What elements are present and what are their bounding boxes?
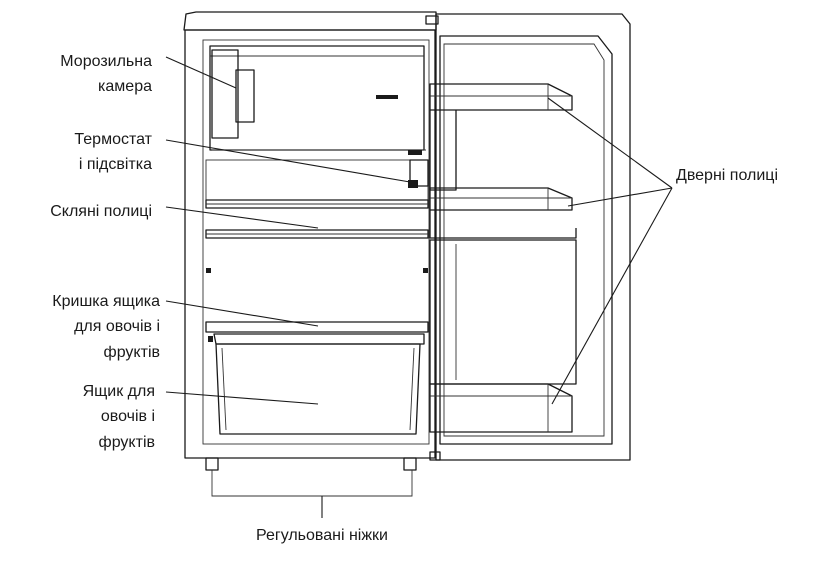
fridge-compartment [205, 159, 429, 435]
leader-thermostat [165, 139, 411, 183]
foot-right [403, 457, 417, 471]
label-crisper-cover-line1: Кришка ящика [52, 293, 160, 310]
door-shelf-1 [429, 83, 573, 191]
shelf-support-left [206, 268, 211, 273]
door-outer [435, 13, 631, 461]
leader-door-shelf-1 [547, 97, 673, 189]
freezer-badge [376, 95, 398, 99]
label-crisper-line3: фруктів [99, 434, 155, 451]
leader-crisper [165, 391, 319, 405]
label-freezer-line1: Морозильна [60, 53, 152, 70]
thermostat-housing [409, 159, 429, 187]
shelf-support-right [423, 268, 428, 273]
door-inner-panel [439, 35, 613, 445]
fridge-cabinet [183, 11, 441, 461]
label-glass-shelves: Скляні полиці [50, 203, 152, 220]
feet [205, 457, 417, 497]
freezer-handle [235, 69, 255, 123]
label-thermostat-line2: і підсвітка [79, 156, 152, 173]
cabinet-liner [202, 39, 430, 445]
label-crisper-cover-line3: фруктів [104, 344, 160, 361]
cabinet-top [183, 11, 437, 31]
leader-door-shelf-3 [551, 187, 673, 405]
leader-glass-shelves [165, 206, 319, 229]
label-freezer-line2: камера [98, 78, 152, 95]
crisper-rim [213, 333, 425, 345]
feet-bracket [211, 470, 413, 497]
freezer-clip [408, 150, 422, 155]
bottom-hinge [429, 451, 441, 461]
label-crisper-line1: Ящик для [83, 383, 155, 400]
labels: Морозильна камера Термостат і підсвітка … [50, 53, 778, 544]
label-adjustable-feet: Регульовані ніжки [256, 527, 388, 544]
fridge-door [429, 13, 631, 461]
freezer-handle-frame [211, 49, 239, 139]
crisper-side-right [409, 347, 415, 431]
cabinet-body [184, 29, 436, 459]
door-gasket [443, 43, 605, 437]
thermostat-knob [408, 180, 418, 188]
leader-door-shelf-2 [567, 187, 673, 207]
foot-left [205, 457, 219, 471]
label-thermostat-line1: Термостат [74, 131, 152, 148]
crisper-drawer [215, 343, 421, 435]
leader-lines [165, 56, 673, 518]
door-shelf-3 [429, 239, 577, 433]
label-crisper-cover-line2: для овочів і [74, 318, 160, 335]
crisper-stop [208, 336, 213, 342]
crisper-side-left [221, 347, 227, 431]
label-door-shelves: Дверні полиці [676, 167, 778, 184]
label-crisper-line2: овочів і [101, 408, 155, 425]
freezer-compartment [209, 45, 426, 155]
crisper-cover [205, 321, 429, 333]
leader-crisper-cover [165, 300, 319, 327]
leader-freezer [165, 56, 237, 89]
top-hinge [425, 15, 439, 25]
door-shelf-2 [429, 187, 577, 239]
